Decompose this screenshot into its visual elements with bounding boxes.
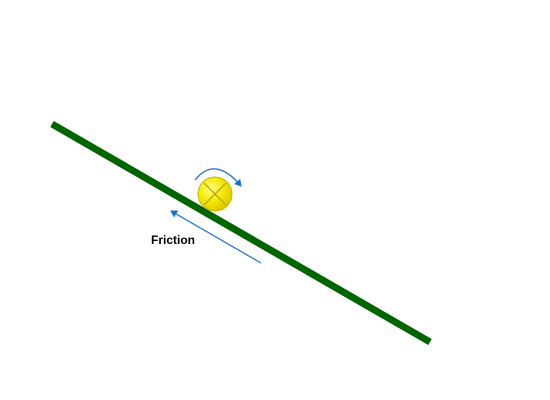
- inclined-plane: [50, 120, 432, 346]
- friction-arrow-icon: [170, 210, 262, 264]
- ball: [197, 176, 233, 212]
- clockwise-arrow-icon: [194, 168, 242, 187]
- friction-label: Friction: [151, 233, 195, 247]
- ball-center-cross-icon: [203, 182, 227, 206]
